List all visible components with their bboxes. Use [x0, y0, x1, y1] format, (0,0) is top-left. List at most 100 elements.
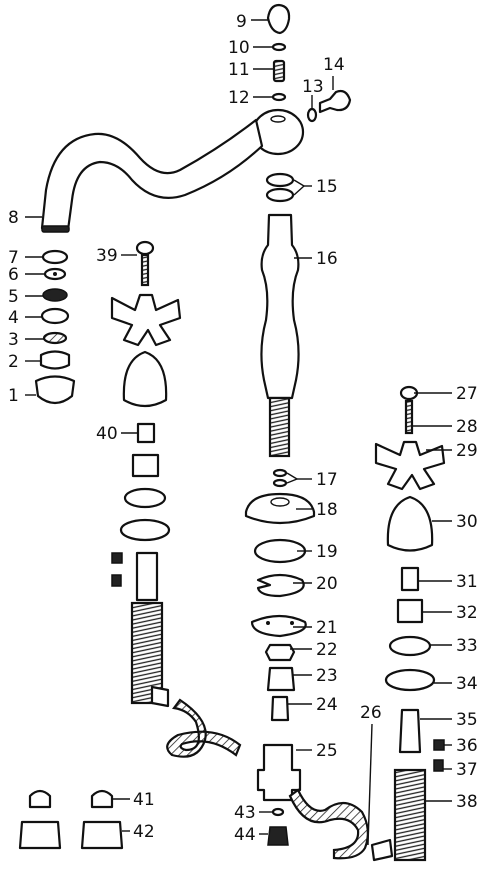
label-4: 4 — [8, 308, 19, 328]
label-26: 26 — [360, 703, 382, 723]
label-3: 3 — [8, 330, 19, 350]
label-41: 41 — [133, 790, 155, 810]
label-37: 37 — [456, 760, 478, 780]
label-44: 44 — [234, 825, 256, 845]
label-36: 36 — [456, 736, 478, 756]
label-40: 40 — [96, 424, 118, 444]
left-cross-handle — [110, 293, 182, 347]
part-29-cross-handle — [374, 440, 446, 491]
part-3-mesh — [42, 331, 68, 345]
part-9-finial — [266, 3, 291, 35]
label-27: 27 — [456, 384, 478, 404]
label-15: 15 — [316, 177, 338, 197]
part-40-spindle — [136, 422, 156, 444]
part-24-connector — [270, 695, 290, 722]
part-41-cone-b — [90, 789, 114, 809]
part-11-stud — [272, 59, 286, 83]
label-25: 25 — [316, 741, 338, 761]
part-14-side-cap — [318, 89, 352, 114]
label-30: 30 — [456, 512, 478, 532]
left-bell-cover — [122, 350, 168, 408]
part-33-ring — [388, 635, 432, 657]
label-1: 1 — [8, 386, 19, 406]
label-13: 13 — [302, 77, 324, 97]
part-10-washer — [271, 42, 287, 52]
part-25-tee — [256, 743, 302, 802]
label-28: 28 — [456, 417, 478, 437]
right-flex-hose — [288, 788, 369, 860]
part-16-column-body — [260, 213, 300, 400]
label-12: 12 — [228, 88, 250, 108]
label-5: 5 — [8, 287, 19, 307]
part-32-bushing — [396, 598, 424, 624]
part-23-fitting — [266, 666, 296, 692]
part-4-ring — [40, 307, 70, 325]
label-32: 32 — [456, 603, 478, 623]
part-17-oring-a — [272, 468, 288, 478]
part-15-oring-a — [265, 172, 295, 188]
left-threaded-shank — [130, 601, 164, 705]
part-44-nut — [267, 826, 289, 846]
label-22: 22 — [316, 640, 338, 660]
left-flex-hose — [166, 698, 242, 758]
part-42-nut-b — [80, 820, 124, 850]
label-19: 19 — [316, 542, 338, 562]
part-30-bell-cover — [386, 495, 434, 552]
callout-labels: 9 10 11 12 13 14 15 16 8 7 6 5 4 3 2 1 3… — [8, 12, 478, 845]
label-43: 43 — [234, 803, 256, 823]
part-35-cartridge — [398, 708, 422, 754]
label-17: 17 — [316, 470, 338, 490]
part-12-washer — [271, 92, 287, 102]
part-21-plate — [250, 614, 307, 638]
part-36-grub — [433, 739, 445, 751]
label-34: 34 — [456, 674, 478, 694]
part-20-c-washer — [256, 573, 305, 598]
part-7-ring — [41, 249, 69, 265]
part-17-oring-b — [272, 478, 288, 488]
part-39-screw — [140, 253, 150, 287]
label-18: 18 — [316, 500, 338, 520]
part-43-washer — [271, 807, 285, 817]
part-18-base-flange — [244, 492, 316, 525]
part-28-screw — [404, 399, 414, 435]
label-14: 14 — [323, 55, 345, 75]
label-39: 39 — [96, 246, 118, 266]
label-7: 7 — [8, 248, 19, 268]
part-22-nut — [264, 643, 296, 662]
label-35: 35 — [456, 710, 478, 730]
label-20: 20 — [316, 574, 338, 594]
label-33: 33 — [456, 636, 478, 656]
part-13-washer — [306, 107, 318, 123]
part-38-threaded-shank — [393, 768, 427, 862]
label-29: 29 — [456, 441, 478, 461]
part-15-oring-b — [265, 187, 295, 203]
label-21: 21 — [316, 618, 338, 638]
part-16-thread — [268, 396, 291, 458]
label-31: 31 — [456, 572, 478, 592]
label-24: 24 — [316, 695, 338, 715]
part-1-aerator-housing — [34, 375, 76, 405]
part-37-grub — [433, 759, 444, 772]
part-34-flange — [384, 668, 436, 692]
label-16: 16 — [316, 249, 338, 269]
part-31-spindle — [400, 566, 420, 592]
label-9: 9 — [236, 12, 247, 32]
label-10: 10 — [228, 38, 250, 58]
part-39-cap — [135, 240, 155, 256]
callout-lines — [25, 19, 452, 846]
label-2: 2 — [8, 352, 19, 372]
label-8: 8 — [8, 208, 19, 228]
part-5-screen — [42, 288, 68, 302]
label-38: 38 — [456, 792, 478, 812]
parts-drawing — [18, 3, 446, 862]
part-41-cone-a — [28, 789, 52, 809]
part-42-nut-a — [18, 820, 62, 850]
label-42: 42 — [133, 822, 155, 842]
label-23: 23 — [316, 666, 338, 686]
part-8-spout — [40, 118, 264, 232]
label-11: 11 — [228, 60, 250, 80]
label-6: 6 — [8, 265, 19, 285]
part-2-insert — [39, 350, 71, 370]
